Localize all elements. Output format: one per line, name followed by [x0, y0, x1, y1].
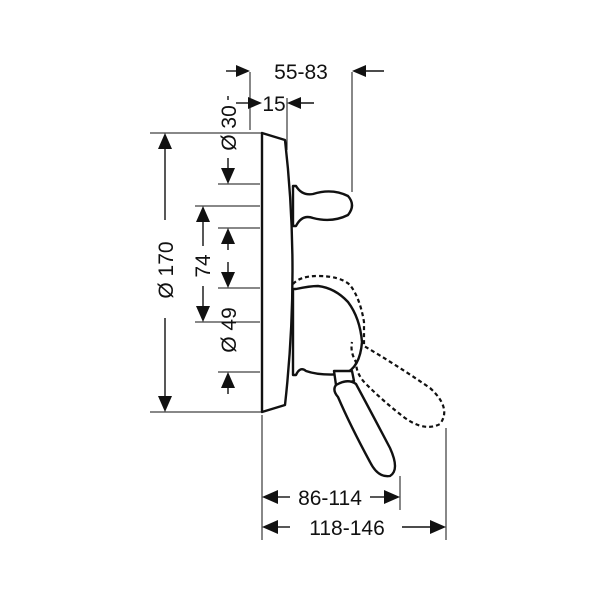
dimension-dia-30: Ø 30	[218, 96, 241, 250]
dimension-55-83: 55-83	[226, 61, 384, 84]
mixer-lever-body	[291, 284, 364, 377]
lever-alt-position	[292, 274, 446, 429]
mixer-lever-handle	[333, 380, 397, 478]
dimension-74: 74	[192, 206, 215, 322]
part-outline	[260, 131, 446, 478]
wall-plate	[260, 131, 294, 414]
dimension-dia-170: Ø 170	[155, 133, 178, 412]
dimension-label-dia-30: Ø 30	[218, 105, 241, 151]
dimension-15: 15	[236, 93, 314, 116]
dimension-label-86-114: 86-114	[298, 487, 362, 510]
extension-lines	[150, 72, 447, 540]
dimension-label-dia-170: Ø 170	[155, 241, 178, 298]
dimension-dia-49: Ø 49	[218, 262, 241, 394]
dimension-label-74: 74	[192, 254, 215, 278]
dimension-label-55-83: 55-83	[274, 61, 328, 84]
dimension-118-146: 118-146	[262, 517, 446, 540]
upper-diverter-knob	[291, 184, 354, 228]
dimension-label-15: 15	[262, 93, 285, 116]
dimension-label-dia-49: Ø 49	[218, 307, 241, 353]
dimension-86-114: 86-114	[262, 487, 400, 510]
dimension-label-118-146: 118-146	[309, 517, 385, 540]
